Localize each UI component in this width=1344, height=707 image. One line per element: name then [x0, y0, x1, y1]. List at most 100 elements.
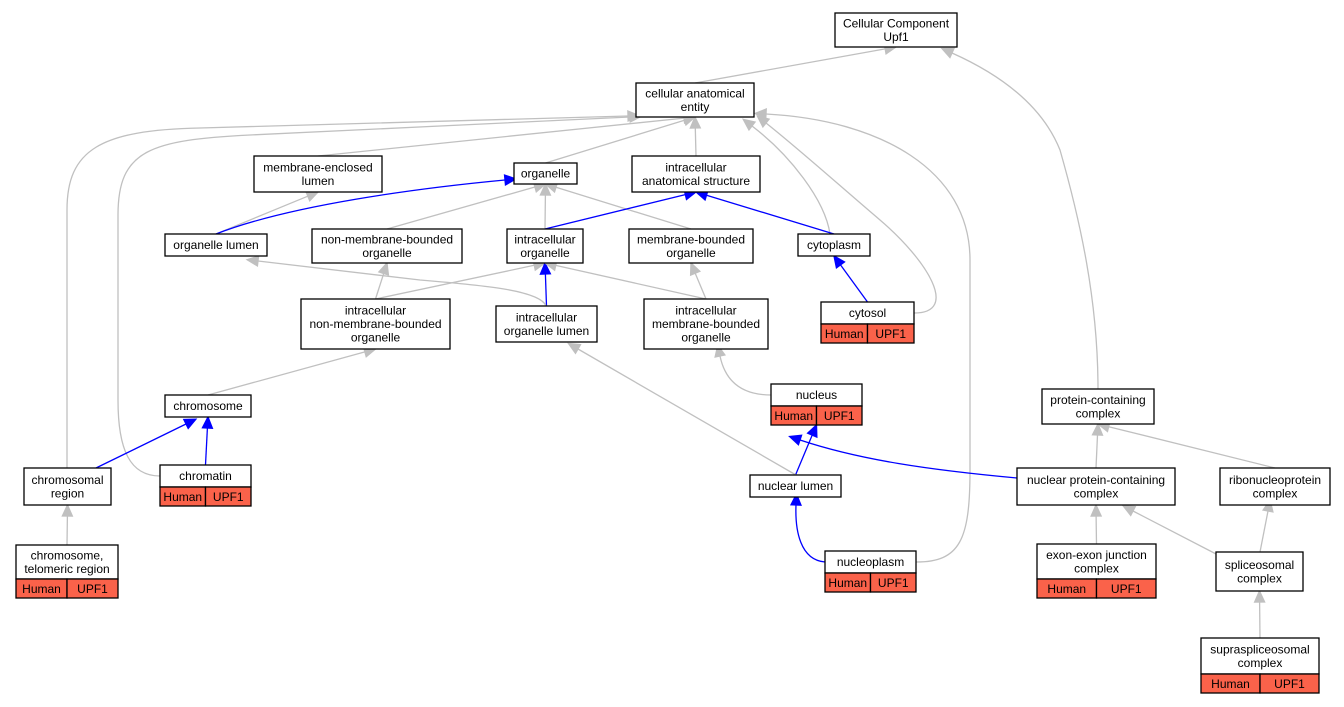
node-box	[749, 474, 842, 498]
node-label: chromosome,	[31, 548, 104, 562]
node-intracellular-non-membrane-bounded-organelle[interactable]: intracellularnon-membrane-boundedorganel…	[300, 298, 451, 350]
edge-line	[706, 194, 835, 235]
edge-npcc-to-pcc	[1091, 422, 1104, 469]
species-label: Human	[22, 582, 61, 596]
edge-line	[374, 273, 385, 300]
arrowhead	[503, 174, 518, 187]
node-box	[797, 233, 871, 257]
edge-iol-to-io	[539, 261, 552, 307]
node-label: complex	[1076, 406, 1121, 420]
gene-label: UPF1	[77, 582, 108, 596]
edge-splice-to-npcc	[1121, 505, 1219, 556]
node-label: supraspliceosomal	[1210, 642, 1309, 656]
arrowhead	[304, 190, 320, 202]
gene-cell	[1259, 673, 1320, 694]
arrowhead	[806, 423, 818, 439]
edge-line	[839, 264, 869, 303]
edge-line	[694, 48, 886, 84]
node-label: exon-exon junction	[1046, 548, 1147, 562]
arrowhead	[788, 434, 803, 446]
edge-line	[765, 122, 937, 314]
arrowhead	[940, 47, 956, 59]
arrowhead	[539, 261, 552, 275]
node-label: complex	[1074, 561, 1119, 575]
node-label: ribonucleoprotein	[1229, 473, 1321, 487]
node-label: nucleoplasm	[837, 555, 904, 569]
node-label: non-membrane-bounded	[309, 317, 441, 331]
edge-cytoplasm-to-cae	[742, 118, 831, 235]
edge-cytosol-to-cytoplasm	[833, 254, 869, 303]
arrowhead	[742, 118, 757, 132]
edge-line	[207, 351, 366, 396]
node-organelle-lumen[interactable]: organelle lumen	[164, 233, 268, 257]
edge-line	[951, 52, 1099, 390]
edge-inmbo-to-nmbo	[374, 261, 390, 300]
node-box	[253, 155, 383, 193]
arrowhead	[1253, 589, 1266, 603]
edge-line	[794, 434, 813, 476]
node-box	[1215, 551, 1304, 592]
node-nuclear-lumen[interactable]: nuclear lumen	[749, 474, 842, 498]
edge-line	[751, 125, 831, 235]
gene-cell	[866, 323, 915, 344]
edge-chromreg-to-chromosome	[95, 418, 198, 469]
node-box	[635, 82, 755, 118]
gene-label: UPF1	[213, 490, 244, 504]
node-box	[631, 155, 761, 193]
edge-line	[317, 117, 685, 157]
edge-ejc-to-npcc	[1090, 503, 1103, 545]
node-box	[1016, 467, 1176, 506]
node-label: intracellular	[516, 310, 577, 324]
node-label: organelle	[681, 331, 731, 345]
edge-rnp-to-pcc	[1096, 420, 1276, 469]
node-cytoplasm[interactable]: cytoplasm	[797, 233, 871, 257]
node-chromosome[interactable]: chromosome	[164, 394, 252, 418]
node-box	[628, 228, 754, 264]
edge-line	[95, 423, 187, 469]
edge-olumen-to-organelle	[215, 174, 518, 235]
node-label: complex	[1253, 486, 1298, 500]
arrowhead	[689, 261, 702, 277]
edge-io-to-organelle	[539, 182, 552, 230]
edge-line	[1095, 434, 1099, 469]
node-label: intracellular	[665, 160, 726, 174]
edge-iol-to-olumen	[245, 255, 547, 307]
edge-imbo-to-mbo	[689, 261, 707, 300]
edge-line	[577, 348, 797, 476]
node-label: organelle	[521, 167, 571, 181]
edge-line	[719, 355, 772, 396]
node-label: nuclear protein-containing	[1027, 473, 1165, 487]
node-label: organelle lumen	[173, 238, 258, 252]
node-box	[1219, 467, 1331, 506]
node-label: spliceosomal	[1225, 558, 1294, 572]
node-label: membrane-enclosed	[263, 160, 372, 174]
edge-line	[386, 186, 536, 230]
arrowhead	[1091, 422, 1104, 436]
arrowhead	[245, 255, 260, 268]
arrowhead	[833, 254, 846, 269]
gene-label: UPF1	[1111, 582, 1142, 596]
node-organelle[interactable]: organelle	[513, 162, 578, 185]
edge-line	[257, 260, 547, 307]
